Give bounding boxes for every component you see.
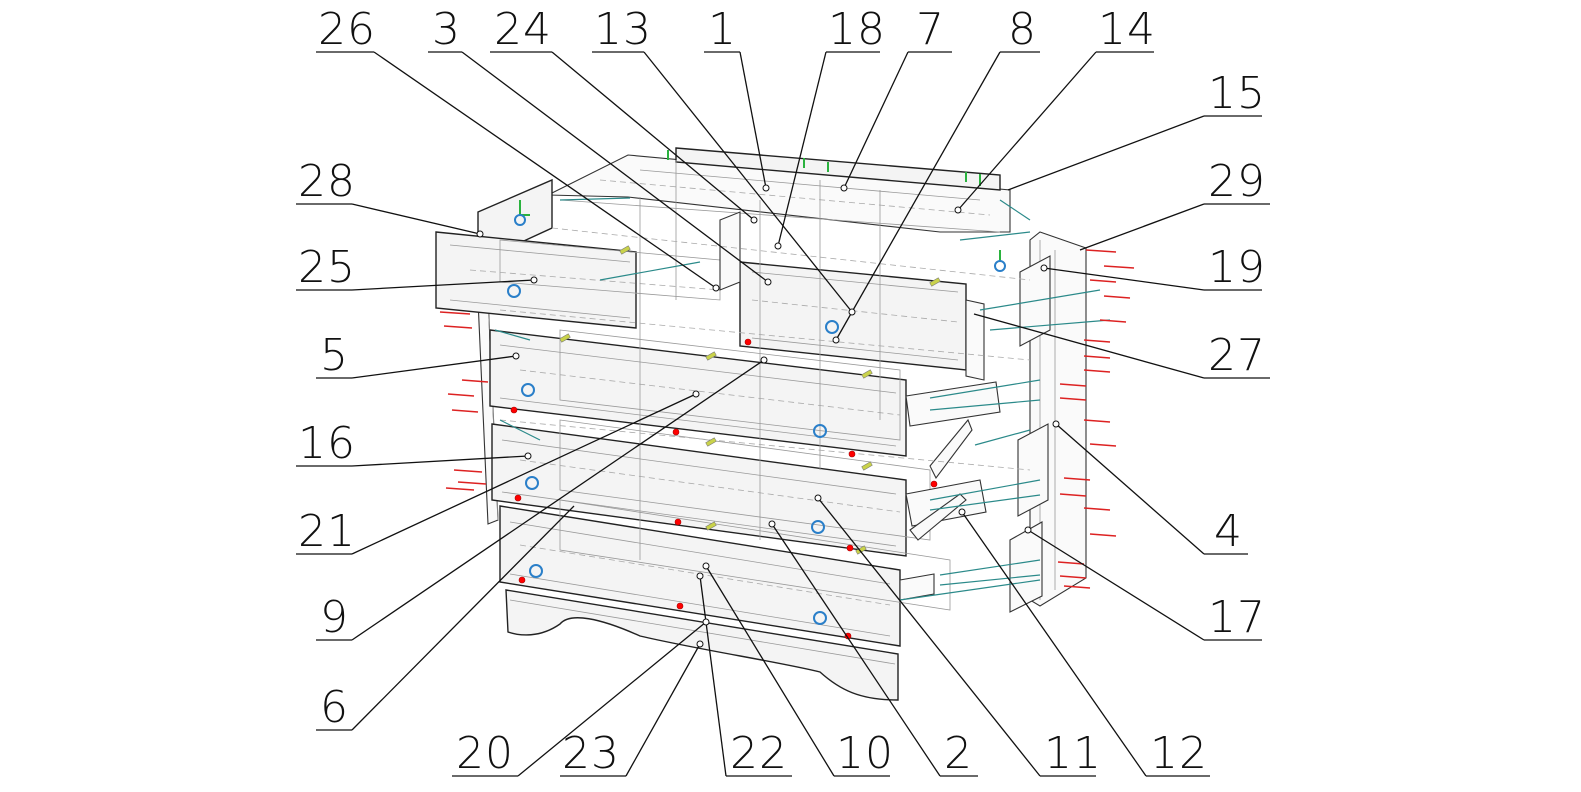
- fastener-guide-lines: [494, 197, 1111, 601]
- callout-labels-top: 26 3 24 13 1 18 7 8 14: [318, 4, 1156, 55]
- top-frame: [547, 147, 1011, 233]
- ring-handle-icon: [813, 611, 827, 625]
- dowels: [559, 245, 941, 555]
- callout-22: 22: [730, 728, 788, 779]
- callout-3: 3: [432, 4, 461, 55]
- reference-dots: [476, 184, 1060, 648]
- callout-26: 26: [318, 4, 376, 55]
- top-right-drawer: [739, 261, 985, 381]
- drawer-3: [491, 418, 987, 557]
- callout-16: 16: [298, 418, 356, 469]
- callout-21: 21: [298, 506, 356, 557]
- ring-handle-icon: [825, 320, 839, 334]
- callout-9: 9: [320, 592, 349, 643]
- callout-labels-right: 15 29 19 27 4 17: [1208, 68, 1266, 643]
- callout-5: 5: [320, 330, 349, 381]
- callout-29: 29: [1208, 156, 1266, 207]
- callout-1: 1: [708, 4, 737, 55]
- screws-left: [439, 311, 489, 491]
- ring-handle-icon: [507, 284, 521, 298]
- callout-20: 20: [456, 728, 514, 779]
- callout-18: 18: [828, 4, 886, 55]
- callout-11: 11: [1044, 728, 1102, 779]
- callout-7: 7: [916, 4, 945, 55]
- callout-14: 14: [1098, 4, 1156, 55]
- callout-6: 6: [320, 682, 349, 733]
- callout-12: 12: [1150, 728, 1208, 779]
- chest-of-drawers-assembly: [435, 147, 1135, 701]
- callout-19: 19: [1208, 242, 1266, 293]
- callout-23: 23: [562, 728, 620, 779]
- center-divider: [719, 211, 741, 291]
- ring-handle-icon: [813, 424, 827, 438]
- leader-lines: [296, 51, 1270, 777]
- ring-handle-icon: [525, 476, 539, 490]
- callout-28: 28: [298, 156, 356, 207]
- ring-handle-icon: [514, 214, 526, 226]
- callout-8: 8: [1008, 4, 1037, 55]
- callout-15: 15: [1208, 68, 1266, 119]
- callout-25: 25: [298, 242, 356, 293]
- ring-handles: [507, 214, 1006, 625]
- callout-17: 17: [1208, 592, 1266, 643]
- ring-handle-icon: [811, 520, 825, 534]
- right-spacer-mid: [1017, 423, 1049, 517]
- callout-13: 13: [594, 4, 652, 55]
- callout-27: 27: [1208, 330, 1266, 381]
- callout-labels-left: 28 25 5 16 21 9 6: [298, 156, 356, 733]
- ring-handle-icon: [529, 564, 543, 578]
- callout-2: 2: [944, 728, 973, 779]
- callout-4: 4: [1214, 506, 1243, 557]
- screws-front: [510, 338, 938, 640]
- ring-handle-icon: [521, 383, 535, 397]
- callout-10: 10: [836, 728, 894, 779]
- screws-right: [1057, 249, 1135, 589]
- ring-handle-icon: [994, 260, 1006, 272]
- hidden-structure: [499, 160, 1031, 560]
- callout-labels-bottom: 20 23 22 10 2 11 12: [456, 728, 1208, 779]
- right-spacer-low: [1009, 521, 1043, 613]
- callout-24: 24: [494, 4, 552, 55]
